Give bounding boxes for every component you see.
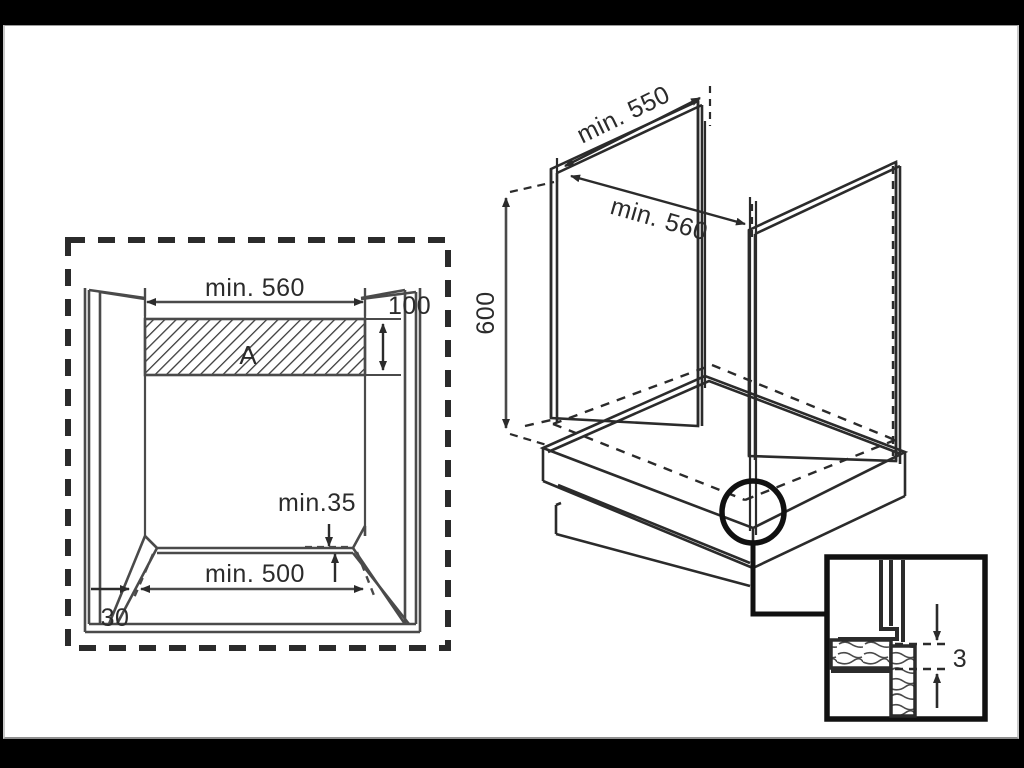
dim-100 bbox=[365, 318, 401, 376]
front-view-group: A min. 560 100 bbox=[65, 237, 451, 651]
base-chamfer-hidden-lines bbox=[131, 551, 377, 601]
dim-min500-label: min. 500 bbox=[205, 560, 305, 588]
iso-right-panel bbox=[747, 159, 902, 464]
niche-walls bbox=[83, 288, 422, 634]
dim-min550 bbox=[555, 86, 712, 182]
dim-600 bbox=[502, 180, 555, 448]
detail-leader-line bbox=[750, 543, 827, 617]
front-view-dashed-boundary bbox=[65, 237, 451, 651]
detail-box-group: 3 bbox=[824, 554, 988, 722]
iso-base-plinth bbox=[539, 374, 909, 588]
dim-min35-label: min.35 bbox=[278, 489, 356, 517]
drawing-canvas: A min. 560 100 bbox=[3, 25, 1019, 739]
iso-center-post bbox=[748, 197, 758, 535]
dim-30-label: 30 bbox=[101, 604, 130, 632]
dim-3-label: 3 bbox=[953, 645, 967, 673]
dim-600-label: 600 bbox=[472, 291, 500, 334]
dim-min560-front-label: min. 560 bbox=[205, 274, 305, 302]
dim-min560-front bbox=[143, 288, 367, 316]
dim-min560-iso bbox=[570, 174, 754, 241]
detail-shelf-piece bbox=[829, 638, 893, 670]
dim-min35 bbox=[305, 524, 353, 582]
letterbox-top-bar bbox=[0, 0, 1024, 25]
hatched-area-A bbox=[143, 317, 367, 377]
iso-left-panel bbox=[549, 98, 704, 428]
iso-view-group: 600 min. 550 min. 560 bbox=[472, 80, 909, 617]
iso-floor-hidden-lines bbox=[524, 363, 896, 502]
letterbox-bottom-bar bbox=[0, 741, 1024, 768]
dim-min550-label: min. 550 bbox=[572, 80, 674, 149]
area-a-label: A bbox=[239, 340, 257, 370]
technical-drawing: A min. 560 100 bbox=[65, 80, 988, 722]
detail-vertical-piece bbox=[889, 644, 917, 718]
dim-100-label: 100 bbox=[388, 292, 431, 320]
